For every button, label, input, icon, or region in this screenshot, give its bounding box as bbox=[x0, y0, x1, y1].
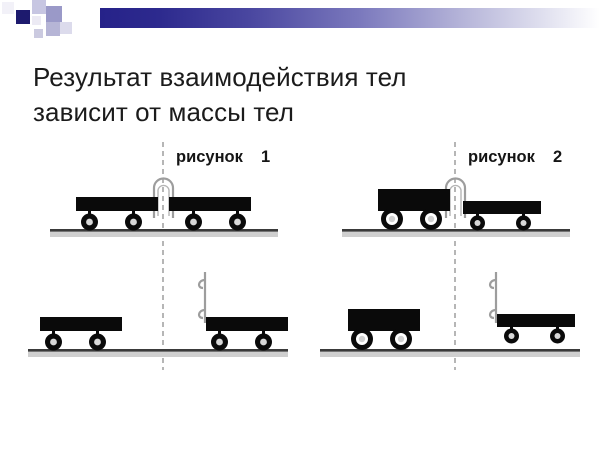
figure-1-caption-label: рисунок bbox=[176, 148, 244, 166]
wheel bbox=[185, 213, 202, 231]
header-gradient-band bbox=[100, 8, 600, 28]
wheel bbox=[470, 215, 485, 231]
figure-1-before-cart-right bbox=[169, 197, 251, 231]
wheel bbox=[89, 333, 106, 351]
figure-1-before-ground bbox=[50, 229, 278, 237]
figure-1-after-ground bbox=[28, 349, 288, 357]
figure-1-spring-compressed bbox=[152, 177, 175, 218]
wheel bbox=[504, 328, 519, 344]
figure-2-spring-compressed bbox=[444, 177, 467, 218]
figure-1-caption-number: 1 bbox=[261, 148, 270, 166]
wheel bbox=[390, 328, 412, 350]
figure-2-after-scene bbox=[320, 272, 580, 357]
figure-2-caption-label: рисунок bbox=[468, 148, 536, 166]
figure-2-spring-released bbox=[489, 272, 498, 323]
figure-1-before-scene bbox=[50, 177, 278, 237]
wheel bbox=[211, 333, 228, 351]
square-light-top-icon bbox=[32, 16, 41, 25]
figure-1-after-scene bbox=[28, 272, 288, 357]
figure-2-after-ground bbox=[320, 349, 580, 357]
wheel bbox=[516, 215, 531, 231]
wheel bbox=[81, 213, 98, 231]
figure-1-before-cart-left bbox=[76, 197, 158, 231]
figure-2-drawing: рисунок 2 bbox=[320, 142, 580, 370]
header-decoration bbox=[0, 0, 600, 42]
page-title: Результат взаимодействия тел зависит от … bbox=[33, 60, 563, 129]
figure-2-after-cart-right-light bbox=[489, 272, 575, 344]
wheel bbox=[420, 208, 442, 230]
figure-1-after-cart-right bbox=[198, 272, 288, 351]
figure-2-caption-number: 2 bbox=[553, 148, 562, 166]
square-dark-navy-icon bbox=[16, 10, 30, 24]
wheel bbox=[255, 333, 272, 351]
page-title-line-1: Результат взаимодействия тел bbox=[33, 62, 407, 93]
figure-1-panel: рисунок 1 bbox=[8, 130, 298, 380]
figure-1-spring-released bbox=[198, 272, 207, 323]
square-periwinkle-icon bbox=[46, 6, 62, 22]
page-title-line-2: зависит от массы тел bbox=[33, 96, 295, 127]
figure-2-panel: рисунок 2 bbox=[300, 130, 590, 380]
figure-2-after-cart-left-heavy bbox=[348, 309, 420, 350]
square-mid-blue-icon bbox=[32, 0, 46, 14]
wheel bbox=[550, 328, 565, 344]
wheel bbox=[125, 213, 142, 231]
square-lower-pale-icon bbox=[60, 22, 72, 34]
figure-1-drawing: рисунок 1 bbox=[28, 142, 288, 370]
figure-2-before-cart-left-heavy bbox=[378, 189, 450, 230]
wheel bbox=[45, 333, 62, 351]
figure-1-after-cart-left bbox=[40, 317, 122, 351]
figure-2-before-ground bbox=[342, 229, 570, 237]
square-tiny-bottom-icon bbox=[34, 29, 43, 38]
figure-2-before-scene bbox=[342, 177, 570, 237]
figure-2-before-cart-right-light bbox=[463, 201, 541, 231]
wheel bbox=[229, 213, 246, 231]
figures-container: рисунок 1 bbox=[0, 130, 600, 380]
wheel bbox=[381, 208, 403, 230]
square-pale-left-icon bbox=[2, 2, 14, 14]
square-lower-violet-icon bbox=[46, 22, 60, 36]
wheel bbox=[351, 328, 373, 350]
